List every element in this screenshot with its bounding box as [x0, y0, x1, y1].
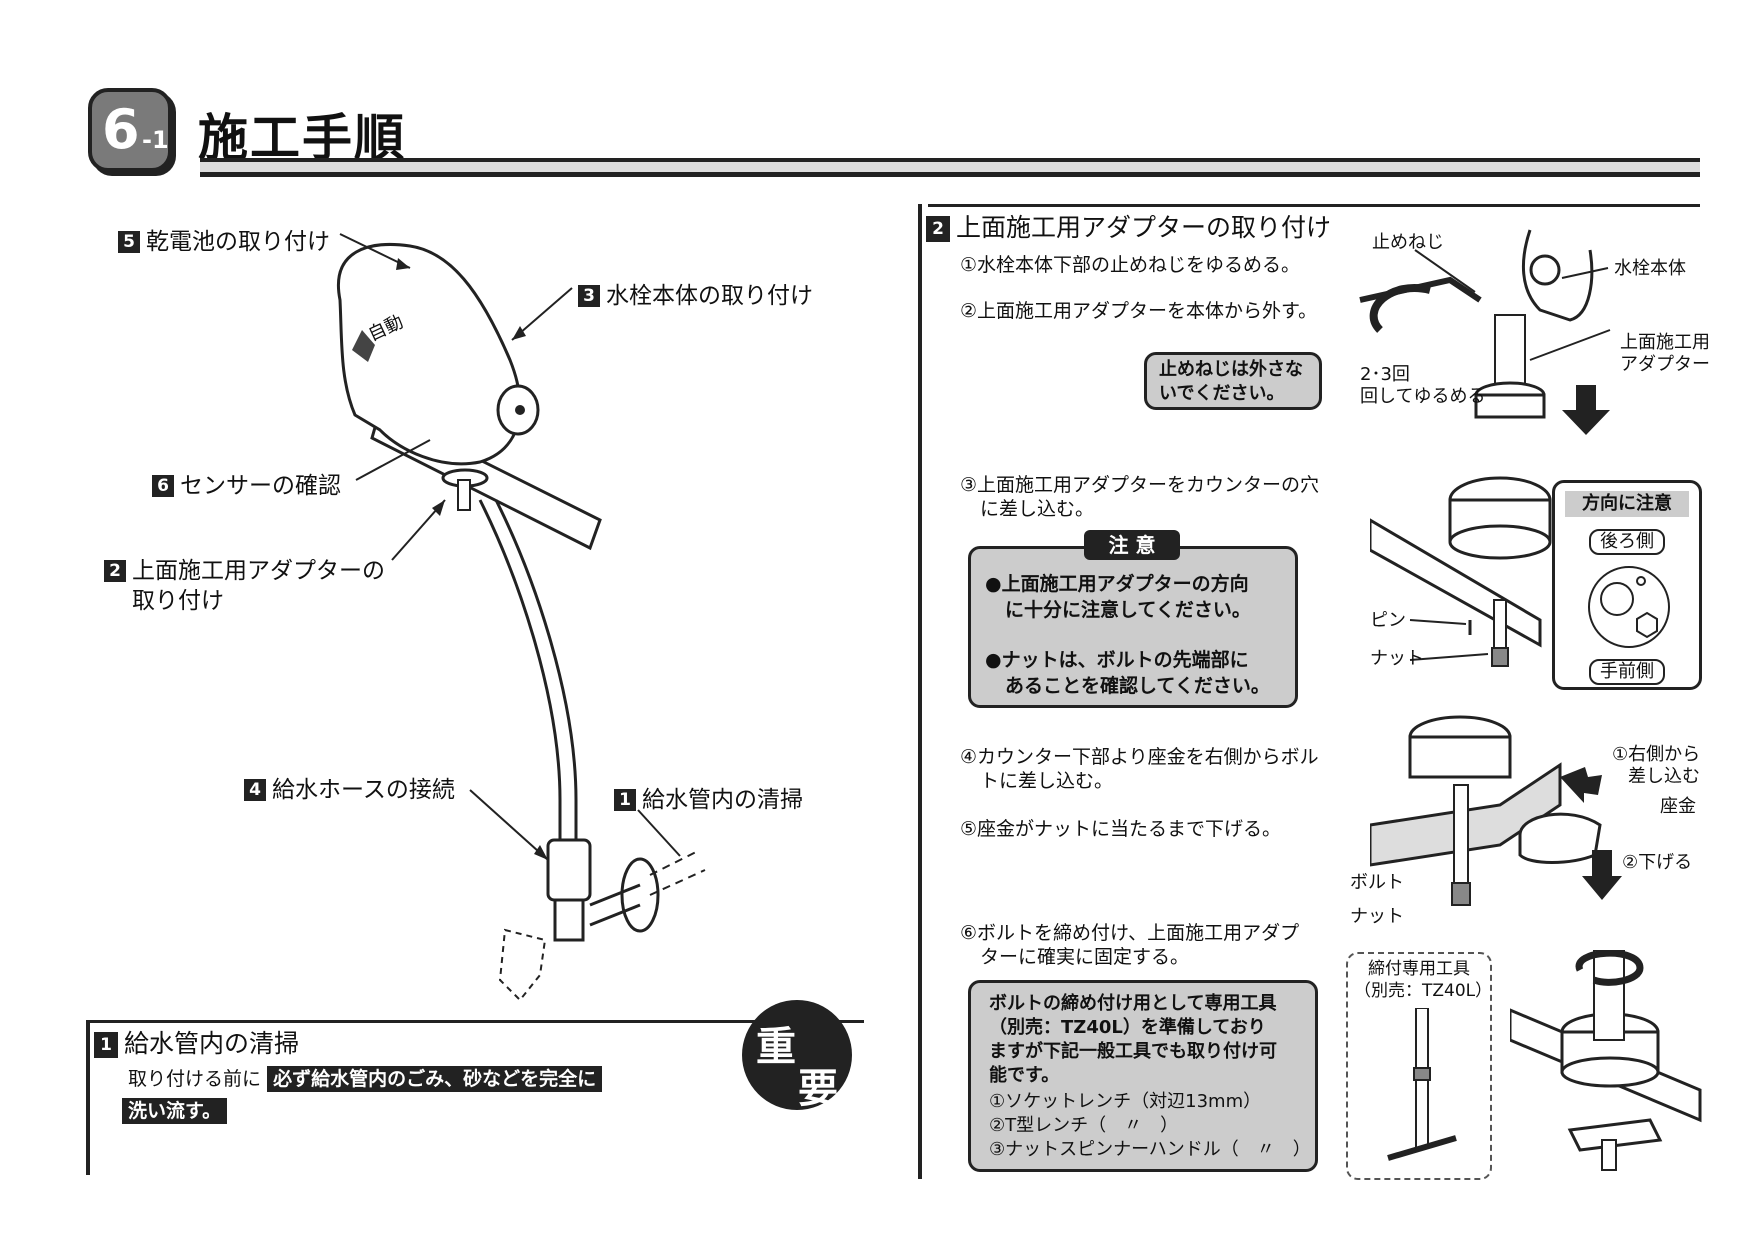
step-number: 5: [118, 231, 140, 253]
label-insert-line1: ①右側から: [1612, 744, 1701, 765]
special-tool-title: 締付専用工具: [1368, 959, 1470, 979]
label-adapter-line2: アダプター: [1620, 354, 1710, 375]
step-3-line2: に差し込む。: [980, 498, 1095, 520]
section-number-badge: 6 -1: [88, 88, 172, 172]
label-washer: 座金: [1660, 796, 1696, 817]
step-6-line2: ターに確実に固定する。: [980, 946, 1190, 968]
label-pin: ピン: [1370, 610, 1406, 631]
section1-vrule: [86, 1020, 90, 1175]
special-tool-model: （別売：TZ40L）: [1354, 981, 1493, 1001]
section1-body-line2: 洗い流す。: [122, 1098, 228, 1124]
important-highlight: 必ず給水管内のごみ、砂などを完全に: [267, 1066, 603, 1092]
section2-rule: [928, 204, 1700, 207]
tool-note-box: ボルトの締め付け用として専用工具 （別売：TZ40L）を準備しており ますが下記…: [968, 980, 1318, 1172]
washer-insert-figure: [1370, 715, 1602, 906]
down-arrow-icon: [1562, 385, 1610, 435]
faucet-overview-illustration: [337, 233, 706, 1002]
important-highlight: 洗い流す。: [122, 1098, 228, 1124]
label-turns-line2: 回してゆるめる: [1360, 386, 1486, 407]
label-insert-line2: 差し込む: [1628, 766, 1700, 787]
bolt-tighten-figure: [1510, 950, 1702, 1171]
adapter-insert-figure: [1370, 476, 1552, 667]
step-5: ⑤座金がナットに当たるまで下げる。: [960, 818, 1282, 840]
label-front-side: 手前側: [1589, 659, 1665, 685]
insert-arrow-icon: [1560, 767, 1602, 803]
label-back-side: 後ろ側: [1589, 529, 1665, 555]
label-bolt: ボルト: [1350, 872, 1404, 893]
direction-title: 方向に注意: [1565, 491, 1689, 517]
label-set-screw: 止めねじ: [1372, 232, 1444, 253]
section1-number: 1: [94, 1032, 118, 1058]
section-number: 6: [102, 98, 140, 161]
section-sub-number: -1: [142, 126, 169, 154]
tighten-arrow-icon: [1575, 950, 1644, 986]
step-4-line1: ④カウンター下部より座金を右側からボル: [960, 746, 1319, 768]
section1-rule: [86, 1020, 864, 1023]
rotate-arrow-icon: [1369, 284, 1431, 333]
step-4-line2: トに差し込む。: [980, 770, 1114, 792]
label-adapter-line1: 上面施工用: [1620, 332, 1710, 353]
label-turns-line1: 2･3回: [1360, 364, 1410, 385]
page-title: 施工手順: [198, 109, 406, 167]
label-faucet-body: 水栓本体: [1614, 258, 1686, 279]
lower-arrow-icon: [1582, 850, 1622, 900]
title-rule: [200, 158, 1700, 177]
label-lower: ②下げる: [1622, 852, 1693, 873]
adapter-top-view-icon: [1588, 566, 1670, 648]
label-nut-2: ナット: [1350, 906, 1404, 927]
step-number: 1: [614, 789, 636, 811]
adapter-removal-figure: [1359, 229, 1611, 435]
direction-note-box: 方向に注意 後ろ側 手前側: [1552, 480, 1702, 690]
special-tool-box: 締付専用工具 （別売：TZ40L）: [1346, 952, 1492, 1180]
step-6-line1: ⑥ボルトを締め付け、上面施工用アダプ: [960, 922, 1300, 944]
step-1: ①水栓本体下部の止めねじをゆるめる。: [960, 254, 1301, 276]
sensor-icon: [352, 330, 375, 362]
step-number: 2: [104, 560, 126, 582]
step-number: 3: [578, 285, 600, 307]
label-nut: ナット: [1370, 648, 1424, 669]
step-number: 4: [244, 779, 266, 801]
important-badge: 重 要: [742, 1000, 852, 1112]
note-do-not-remove: 止めねじは外さな いでください。: [1144, 352, 1322, 410]
caution-box: ●上面施工用アダプターの方向 に十分に注意してください。 ●ナットは、ボルトの先…: [968, 546, 1298, 708]
caution-tab: 注 意: [1084, 530, 1180, 560]
step-number: 6: [152, 475, 174, 497]
section2-vrule: [918, 204, 922, 1179]
step-2: ②上面施工用アダプターを本体から外す。: [960, 300, 1318, 322]
section2-number: 2: [926, 216, 950, 242]
t-wrench-icon: [1387, 1008, 1457, 1161]
section1-body-line1: 取り付ける前に 必ず給水管内のごみ、砂などを完全に: [128, 1066, 603, 1092]
step-3-line1: ③上面施工用アダプターをカウンターの穴: [960, 474, 1320, 496]
